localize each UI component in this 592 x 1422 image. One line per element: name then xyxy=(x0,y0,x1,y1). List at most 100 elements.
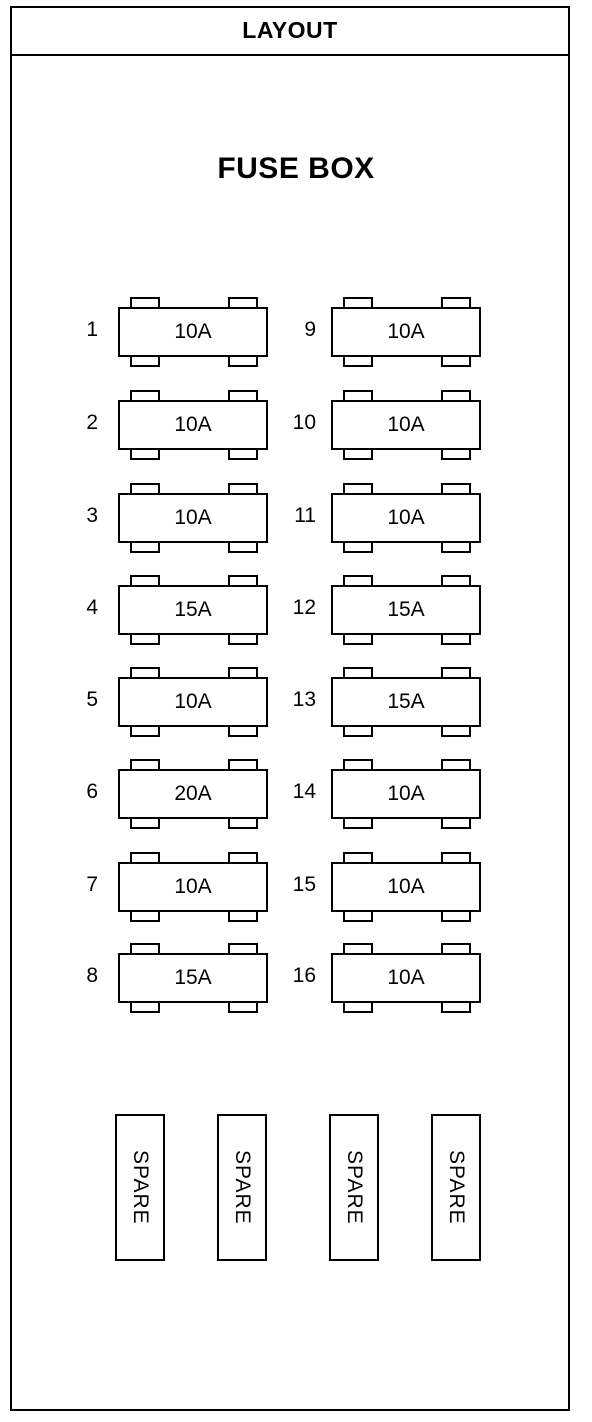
fuse-number: 8 xyxy=(86,964,98,987)
fuse-terminal-tab xyxy=(441,575,471,586)
fuse-terminal-tab xyxy=(130,297,160,308)
fuse-terminal-tab xyxy=(441,634,471,645)
fuse-terminal-tab xyxy=(343,449,373,460)
fuse-terminal-tab xyxy=(130,852,160,863)
fuse-rating: 20A xyxy=(118,769,268,819)
fuse-number: 10 xyxy=(292,411,316,434)
fuse-terminal-tab xyxy=(441,297,471,308)
fuse-terminal-tab xyxy=(441,911,471,922)
fuse-terminal-tab xyxy=(441,542,471,553)
fuse-terminal-tab xyxy=(441,390,471,401)
fuse-number: 6 xyxy=(86,780,98,803)
fuse-number: 9 xyxy=(304,318,316,341)
fuse-13: 15A xyxy=(331,666,481,738)
fuse-terminal-tab xyxy=(441,852,471,863)
fuse-rating: 10A xyxy=(118,677,268,727)
fuse-terminal-tab xyxy=(441,759,471,770)
fuse-rating: 15A xyxy=(331,677,481,727)
fuse-number: 14 xyxy=(292,780,316,803)
fuse-number: 16 xyxy=(292,964,316,987)
fuse-terminal-tab xyxy=(343,759,373,770)
fuse-terminal-tab xyxy=(343,1002,373,1013)
diagram-frame xyxy=(10,6,570,1411)
fuse-11: 10A xyxy=(331,482,481,554)
fuse-terminal-tab xyxy=(130,667,160,678)
fuse-number: 5 xyxy=(86,688,98,711)
fuse-terminal-tab xyxy=(441,449,471,460)
fuse-12: 15A xyxy=(331,574,481,646)
fuse-rating: 10A xyxy=(331,769,481,819)
fuse-terminal-tab xyxy=(130,634,160,645)
fuse-rating: 10A xyxy=(118,400,268,450)
fuse-rating: 10A xyxy=(331,953,481,1003)
fuse-terminal-tab xyxy=(343,667,373,678)
fuse-terminal-tab xyxy=(130,759,160,770)
fuse-terminal-tab xyxy=(228,852,258,863)
fuse-rating: 15A xyxy=(118,585,268,635)
fuse-2: 10A xyxy=(118,389,268,461)
spare-fuse: SPARE xyxy=(115,1114,165,1261)
fuse-terminal-tab xyxy=(130,483,160,494)
fuse-number: 3 xyxy=(86,504,98,527)
fuse-rating: 15A xyxy=(118,953,268,1003)
fuse-terminal-tab xyxy=(228,634,258,645)
fuse-terminal-tab xyxy=(441,667,471,678)
fuse-terminal-tab xyxy=(228,726,258,737)
fuse-terminal-tab xyxy=(130,726,160,737)
fuse-terminal-tab xyxy=(441,356,471,367)
fuse-terminal-tab xyxy=(130,911,160,922)
fuse-terminal-tab xyxy=(130,575,160,586)
fuse-terminal-tab xyxy=(441,818,471,829)
fuse-16: 10A xyxy=(331,942,481,1014)
fuse-number: 2 xyxy=(86,411,98,434)
fuse-number: 15 xyxy=(292,873,316,896)
fuse-3: 10A xyxy=(118,482,268,554)
fuse-terminal-tab xyxy=(343,356,373,367)
fuse-terminal-tab xyxy=(343,390,373,401)
fuse-6: 20A xyxy=(118,758,268,830)
fuse-terminal-tab xyxy=(228,483,258,494)
fuse-terminal-tab xyxy=(130,943,160,954)
fuse-terminal-tab xyxy=(343,852,373,863)
fuse-4: 15A xyxy=(118,574,268,646)
fuse-terminal-tab xyxy=(228,818,258,829)
fuse-number: 7 xyxy=(86,873,98,896)
fuse-rating: 10A xyxy=(331,400,481,450)
fuse-terminal-tab xyxy=(343,726,373,737)
fuse-rating: 10A xyxy=(331,493,481,543)
fuse-terminal-tab xyxy=(343,575,373,586)
fuse-terminal-tab xyxy=(441,1002,471,1013)
fuse-rating: 15A xyxy=(331,585,481,635)
fuse-terminal-tab xyxy=(228,356,258,367)
fuse-terminal-tab xyxy=(228,1002,258,1013)
fuse-15: 10A xyxy=(331,851,481,923)
fuse-9: 10A xyxy=(331,296,481,368)
fuse-terminal-tab xyxy=(343,818,373,829)
fuse-1: 10A xyxy=(118,296,268,368)
diagram-title: FUSE BOX xyxy=(217,152,375,185)
fuse-8: 15A xyxy=(118,942,268,1014)
fuse-14: 10A xyxy=(331,758,481,830)
header-title: LAYOUT xyxy=(10,6,570,56)
fuse-rating: 10A xyxy=(331,307,481,357)
spare-fuse: SPARE xyxy=(431,1114,481,1261)
fuse-5: 10A xyxy=(118,666,268,738)
fuse-rating: 10A xyxy=(118,862,268,912)
spare-fuse: SPARE xyxy=(329,1114,379,1261)
fuse-terminal-tab xyxy=(228,297,258,308)
fuse-terminal-tab xyxy=(228,667,258,678)
fuse-terminal-tab xyxy=(441,726,471,737)
fuse-rating: 10A xyxy=(118,493,268,543)
fuse-terminal-tab xyxy=(228,943,258,954)
fuse-terminal-tab xyxy=(130,542,160,553)
spare-fuse: SPARE xyxy=(217,1114,267,1261)
fuse-terminal-tab xyxy=(441,483,471,494)
fuse-terminal-tab xyxy=(343,542,373,553)
fuse-terminal-tab xyxy=(343,911,373,922)
fuse-terminal-tab xyxy=(130,390,160,401)
fuse-terminal-tab xyxy=(130,449,160,460)
fuse-number: 13 xyxy=(292,688,316,711)
fuse-7: 10A xyxy=(118,851,268,923)
fuse-terminal-tab xyxy=(343,943,373,954)
spare-fuse-label: SPARE xyxy=(231,1150,254,1225)
